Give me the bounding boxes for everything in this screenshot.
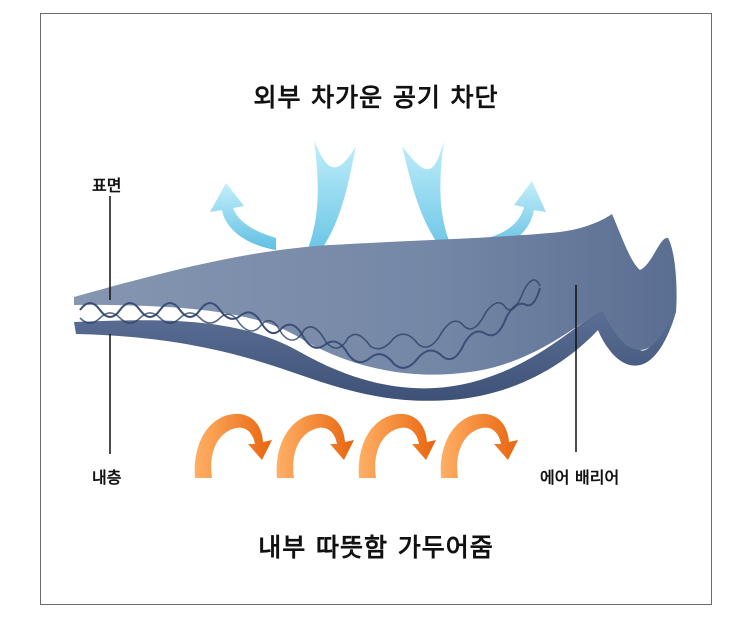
warm-air-arrow-icon bbox=[358, 413, 436, 478]
cold-air-arrow-group bbox=[210, 140, 546, 276]
cold-air-arrow-icon bbox=[295, 140, 356, 276]
top-title: 외부 차가운 공기 차단 bbox=[253, 83, 499, 112]
cold-air-arrow-icon bbox=[210, 183, 276, 250]
label-air-barrier: 에어 배리어 bbox=[540, 468, 620, 487]
warm-air-arrow-icon bbox=[440, 413, 518, 478]
bottom-title: 내부 따뜻함 가두어줌 bbox=[258, 533, 494, 562]
material-top-surface bbox=[74, 214, 677, 375]
cold-air-arrow-icon bbox=[478, 181, 546, 252]
material-wave-fibers-2 bbox=[79, 279, 541, 350]
warm-air-arrow-icon bbox=[276, 413, 354, 478]
cold-air-arrow-icon bbox=[402, 140, 468, 276]
label-surface: 표면 bbox=[92, 176, 122, 195]
material-wave-fibers bbox=[79, 287, 541, 369]
material-bottom-layer bbox=[74, 305, 676, 401]
warm-air-arrow-icon bbox=[194, 413, 272, 478]
label-inner-layer: 내층 bbox=[92, 468, 122, 487]
warm-air-arrow-group bbox=[194, 413, 518, 478]
fabric-material bbox=[74, 214, 677, 401]
